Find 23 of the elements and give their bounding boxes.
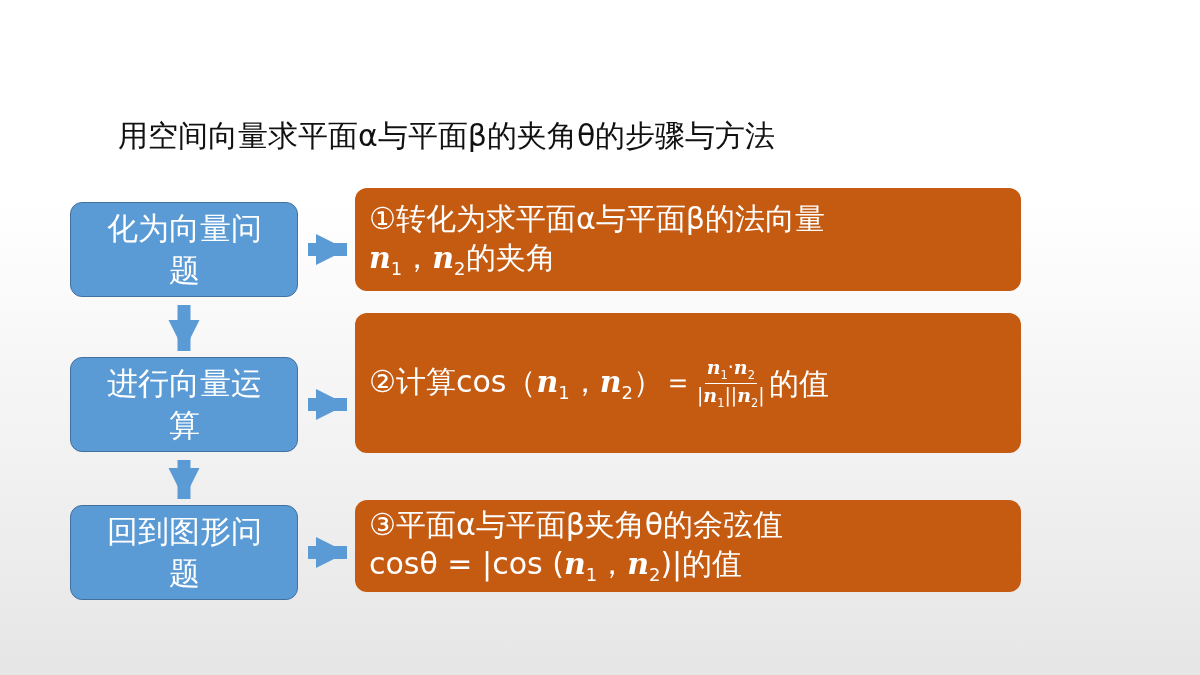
step-box: [70, 357, 298, 452]
step-box: [70, 505, 298, 600]
step-detail-box: [355, 500, 1021, 592]
arrow: [168, 460, 200, 499]
formula-text: ②计算cos（n$_{1}$，n$_{2}$）＝: [369, 362, 693, 405]
step-text: ①转化为求平面α与平面β的法向量: [369, 199, 826, 238]
fraction-denominator: |n$_{1}$||n$_{2}$|: [696, 383, 765, 410]
step-detail-box: [355, 188, 1021, 291]
arrow: [308, 233, 347, 266]
fraction-numerator: n$_{1}$·n$_{2}$: [704, 356, 757, 384]
arrow: [168, 305, 200, 351]
step-text: n$_{1}$，n$_{2}$的夹角: [369, 238, 557, 281]
step-text: ③平面α与平面β夹角θ的余弦值: [369, 506, 785, 545]
step-box: [70, 202, 298, 297]
step-text: 化为向量问题: [105, 208, 263, 290]
step-text: 回到图形问题: [105, 511, 263, 593]
formula-text: 的值: [768, 364, 829, 403]
step-text: cosθ = |cos (n$_{1}$，n$_{2}$)|的值: [369, 545, 744, 587]
arrow: [308, 536, 347, 569]
title: 用空间向量求平面α与平面β的夹角θ的步骤与方法: [118, 117, 776, 155]
arrow: [308, 388, 347, 421]
step-detail-box: [355, 313, 1021, 453]
step-text: 进行向量运算: [105, 363, 263, 445]
